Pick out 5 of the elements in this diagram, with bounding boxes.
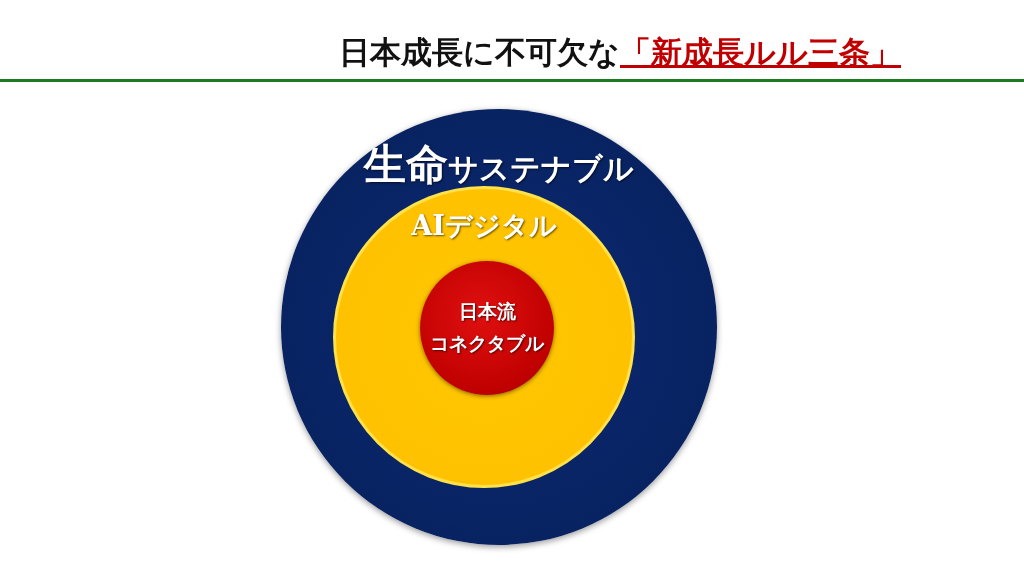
ring-label: 日本流: [457, 299, 517, 324]
ring-label: AIデジタル: [410, 209, 558, 243]
ring-label: 生命サステナブル: [362, 139, 635, 191]
ring-label: コネクタブル: [429, 331, 545, 356]
page-title: 日本成長に不可欠な「新成長ルル三条」: [338, 33, 902, 72]
